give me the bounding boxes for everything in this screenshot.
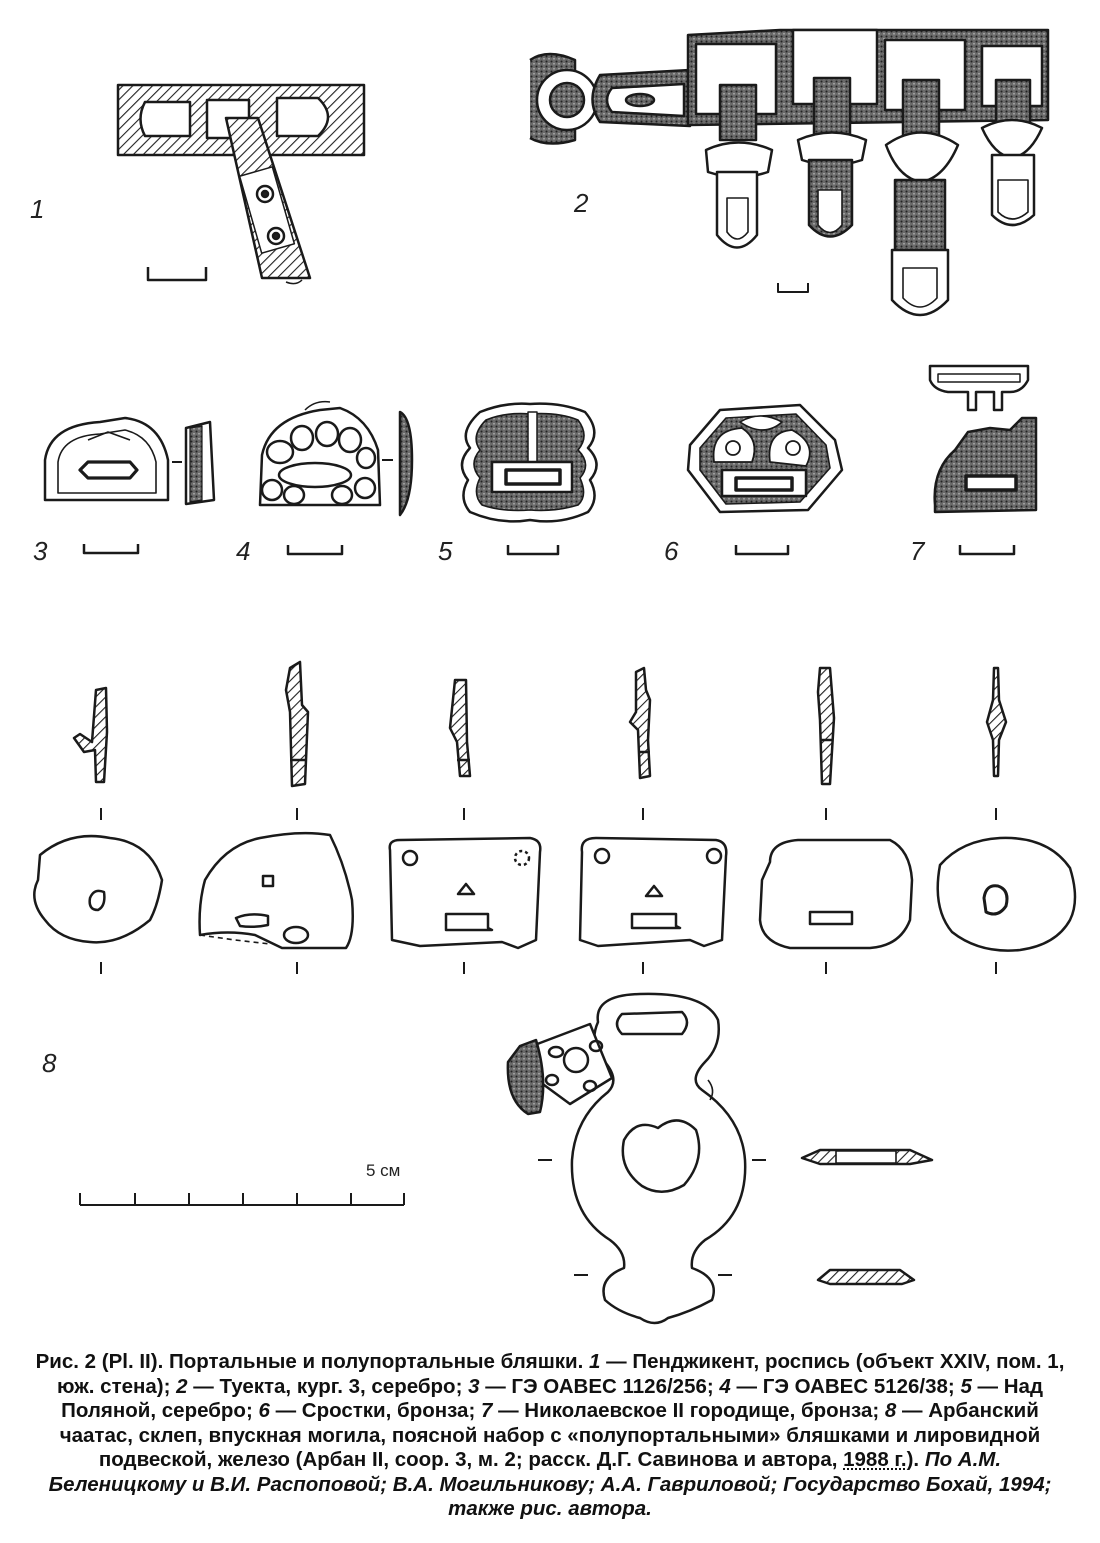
scale-bar-7 <box>958 545 1016 556</box>
figure-illustration: 5 см 1 2 3 4 5 6 7 8 <box>30 28 1077 1325</box>
caption-item-number: 3 <box>468 1374 480 1398</box>
item-8-profiles <box>72 660 1008 788</box>
caption-item-number: 5 <box>960 1374 972 1398</box>
figure-number-6: 6 <box>664 536 679 566</box>
figure-number-4: 4 <box>236 536 250 566</box>
caption-item-number: 1 <box>589 1350 601 1373</box>
item-5-plaque <box>460 402 598 523</box>
item-4-plaque <box>258 400 414 517</box>
caption-text: — Арбанский чаатас, склеп, впускная моги… <box>59 1399 1041 1471</box>
figure-number-2: 2 <box>573 188 589 218</box>
caption-text: — Пенджикент, роспись (объект XXIV, пом.… <box>57 1350 1065 1398</box>
caption-text: — ГЭ ОАВЕС 5126/38; <box>730 1374 961 1398</box>
caption-item-number: 2 <box>176 1374 188 1398</box>
caption-credits: По А.М. Беленицкому и В.И. Распоповой; В… <box>48 1448 1052 1520</box>
caption-text: ). <box>906 1448 925 1471</box>
scale-bar-2 <box>777 283 809 293</box>
item-7-plaque <box>928 364 1038 514</box>
figure-number-3: 3 <box>33 536 48 566</box>
figure-number-8: 8 <box>42 1048 57 1078</box>
figure-number-5: 5 <box>438 536 453 566</box>
caption-year: 1988 г. <box>843 1448 907 1471</box>
caption-text: — Сростки, бронза; <box>269 1399 481 1422</box>
caption-text: — Над Поляной, серебро; <box>61 1374 1043 1423</box>
item-6-plaque <box>686 403 844 514</box>
caption-item-number: 7 <box>480 1399 493 1422</box>
scale-bar-3 <box>82 544 140 555</box>
scale-bar-6 <box>734 545 790 556</box>
figure-caption: Рис. 2 (Pl. II). Портальные и полупортал… <box>30 1350 1070 1522</box>
caption-text: — ГЭ ОАВЕС 1126/256; <box>479 1374 720 1398</box>
scale-bar-5 <box>506 545 560 556</box>
item-8-plaques <box>33 808 1077 974</box>
item-1-belt-fragment <box>116 83 366 285</box>
caption-item-number: 8 <box>884 1399 897 1422</box>
scale-bar-1 <box>146 267 208 282</box>
scale-bar-4 <box>286 545 344 556</box>
caption-item-number: 4 <box>719 1374 731 1398</box>
figure-number-1: 1 <box>30 194 44 224</box>
scale-bar-5cm <box>79 1193 405 1206</box>
scale-label: 5 см <box>366 1161 400 1180</box>
figure-number-7: 7 <box>910 536 926 566</box>
item-3-plaque <box>43 416 216 506</box>
item-2-belt-set <box>529 28 1050 317</box>
item-8-pendant <box>506 992 934 1325</box>
caption-intro: Рис. 2 (Pl. II). Портальные и полупортал… <box>35 1350 590 1373</box>
caption-item-number: 6 <box>258 1399 270 1422</box>
caption-text: — Николаевское II городище, бронза; <box>492 1399 885 1422</box>
caption-text: — Туекта, кург. 3, серебро; <box>187 1374 469 1398</box>
